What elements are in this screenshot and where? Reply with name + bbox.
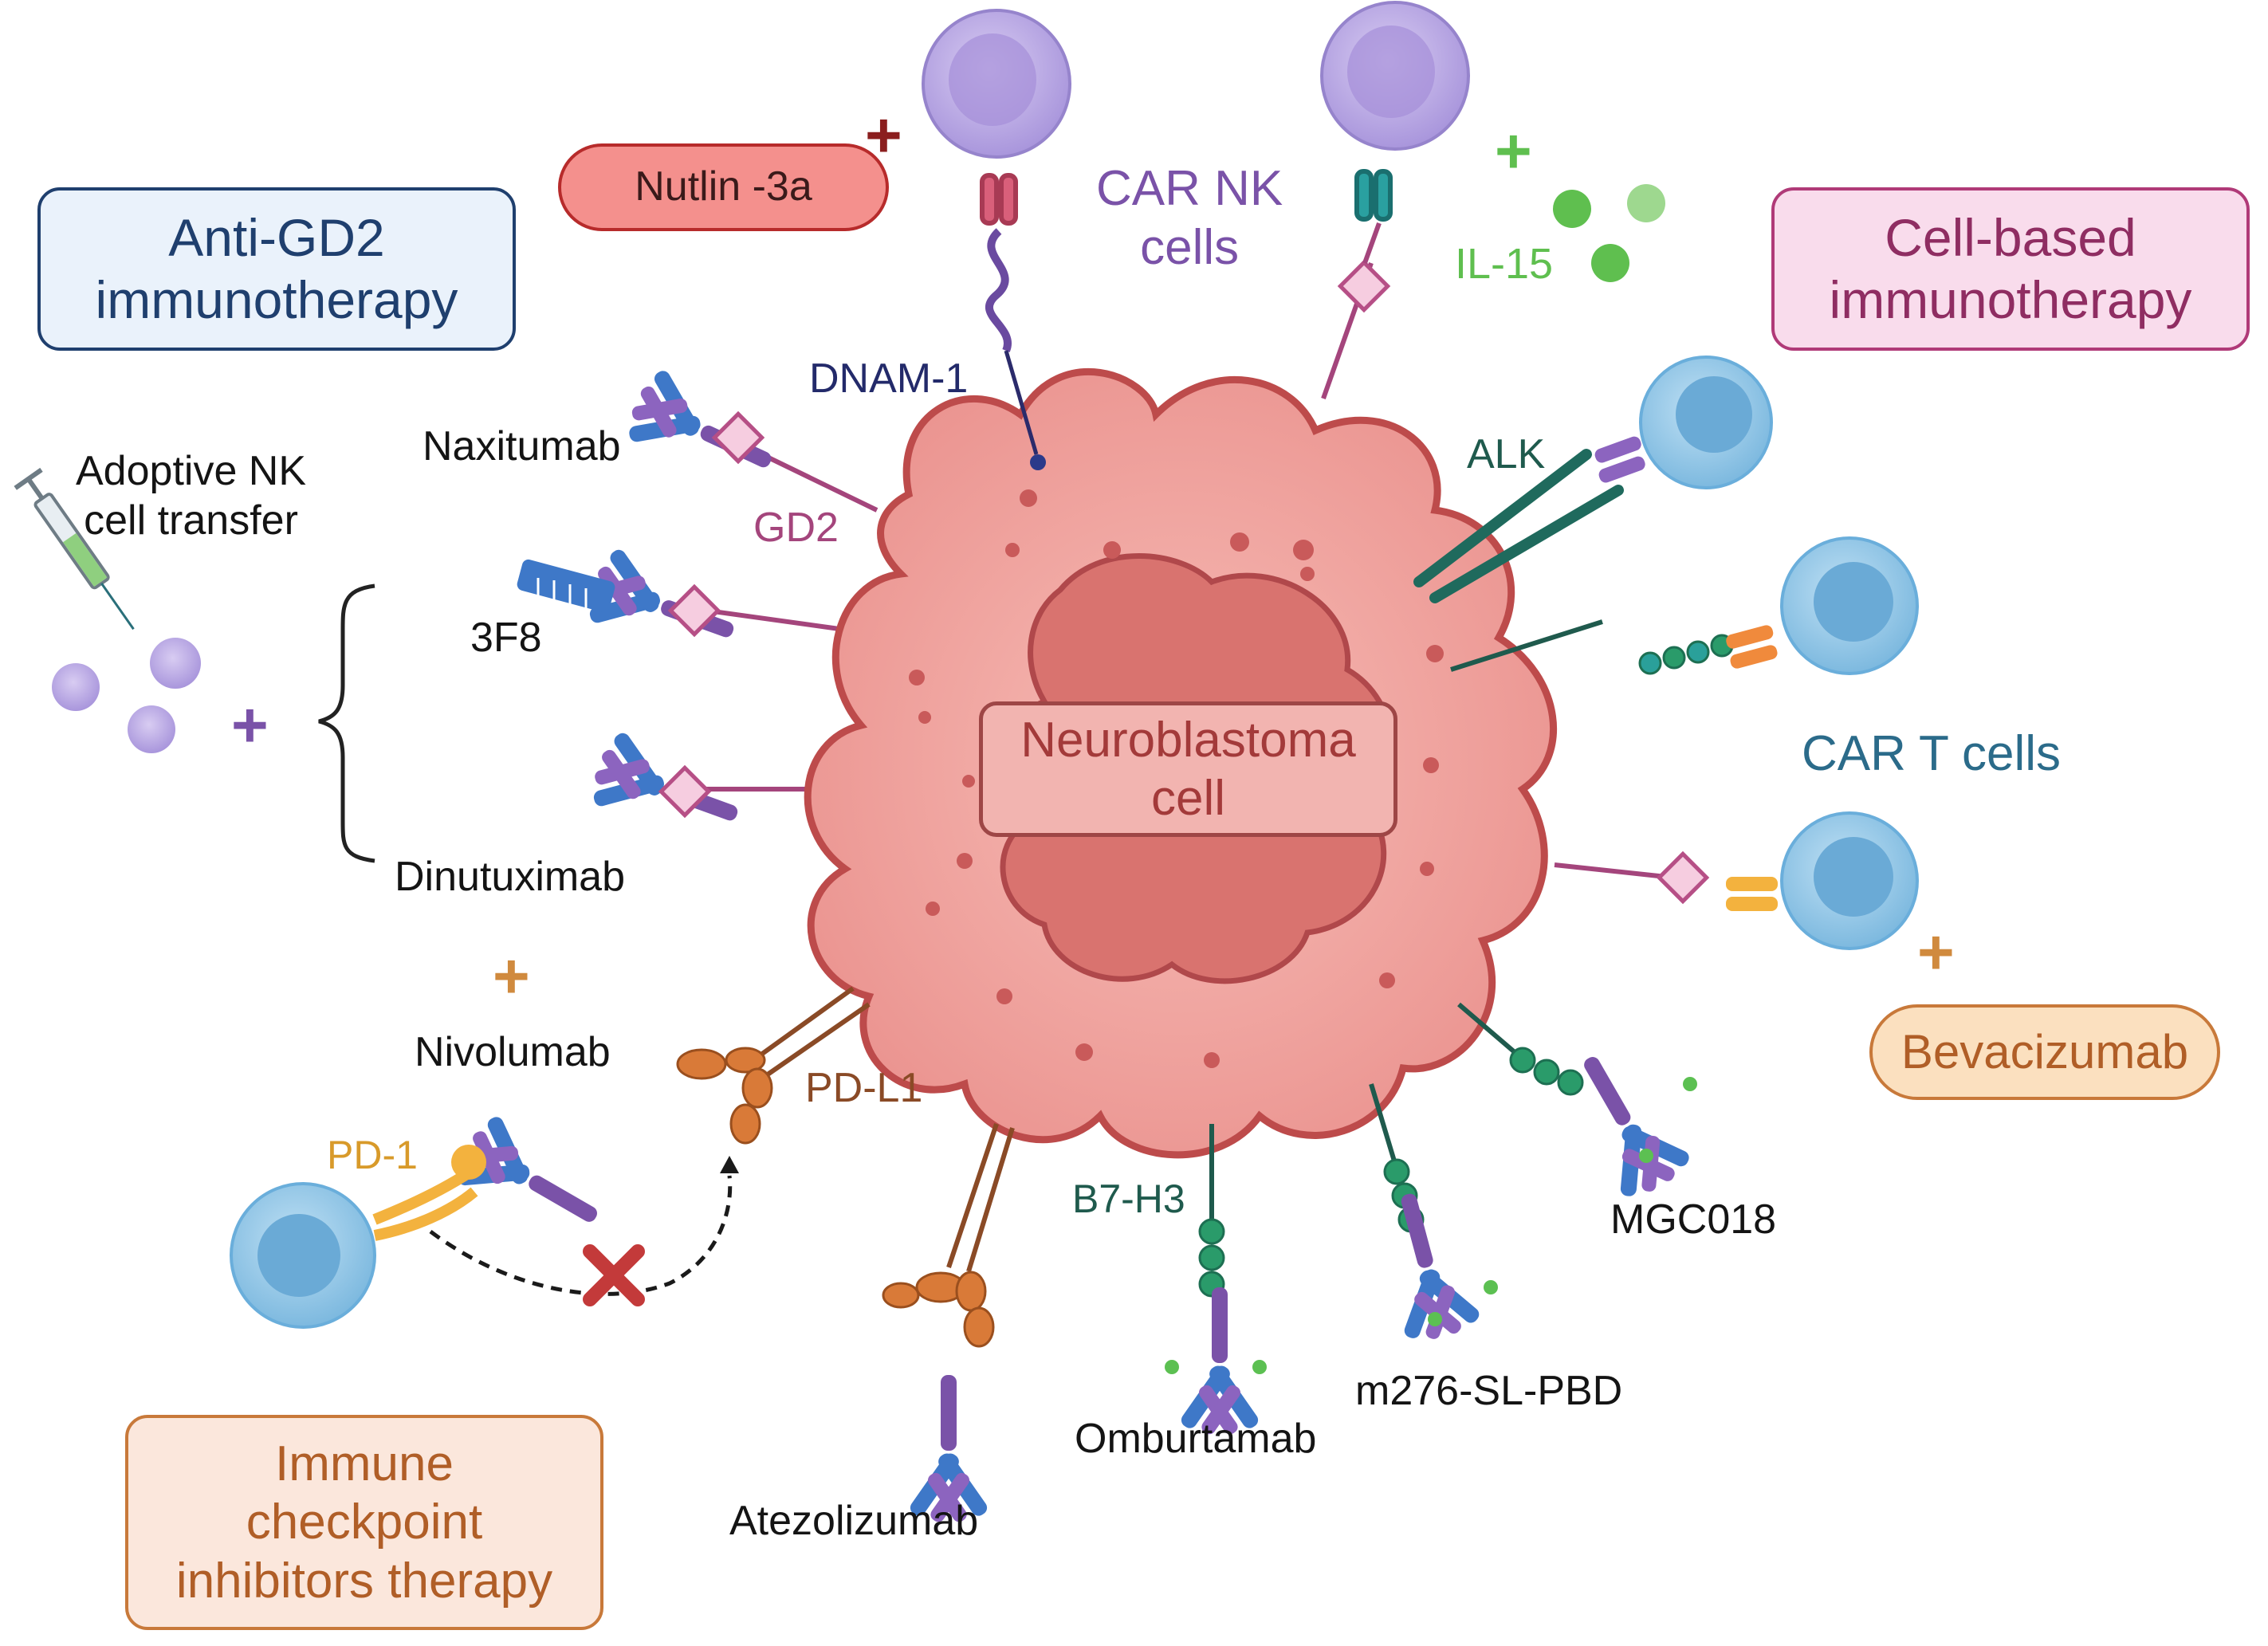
car-receptor-icon <box>980 169 1393 470</box>
dnam1-label: DNAM-1 <box>809 356 969 402</box>
adoptive-nk-label: Adoptive NK cell transfer <box>76 448 307 544</box>
checkpoint-title: Immune checkpoint inhibitors therapy <box>175 1436 553 1609</box>
plus-sign-nutlin: + <box>865 100 902 171</box>
nk-cell-icon <box>52 1 1470 753</box>
mgc018-label: MGC018 <box>1610 1196 1777 1243</box>
car-nk-label: CAR NK cells <box>1096 161 1283 276</box>
t-cell-receptors <box>372 436 1778 1241</box>
il15-label: IL-15 <box>1455 240 1554 288</box>
antibody-icon <box>517 362 788 854</box>
b7h3-receptors <box>1209 619 1603 1220</box>
anti-gd2-title: Anti-GD2 immunotherapy <box>95 207 458 329</box>
pdl1-ligand-heads <box>676 1047 995 1348</box>
pd1-label: PD-1 <box>327 1133 418 1177</box>
blocked-interaction-arrow <box>429 1175 733 1296</box>
pdl1-receptors <box>752 986 1015 1272</box>
dinutuximab-label: Dinutuximab <box>395 854 626 900</box>
naxitumab-label: Naxitumab <box>423 423 621 469</box>
gd2-label: GD2 <box>753 505 839 551</box>
pdl1-label: PD-L1 <box>805 1065 923 1111</box>
neuroblastoma-label: Neuroblastoma cell <box>1020 712 1356 826</box>
nivolumab-label: Nivolumab <box>415 1029 611 1075</box>
il15-bead-icon <box>1553 184 1665 282</box>
red-cross-icon <box>583 1244 645 1306</box>
plus-sign-nk-transfer: + <box>231 689 269 760</box>
car-t-label: CAR T cells <box>1802 726 2062 781</box>
atezolizumab-label: Atezolizumab <box>729 1498 979 1544</box>
grouping-brace <box>318 583 375 863</box>
plus-sign-il15: + <box>1495 116 1532 187</box>
adc-payload-icon <box>1165 1077 1697 1374</box>
alk-label: ALK <box>1467 431 1546 477</box>
plus-sign-nivolumab: + <box>493 941 530 1012</box>
t-cell-icon <box>230 356 1919 1329</box>
m276-label: m276-SL-PBD <box>1355 1368 1623 1414</box>
anti-gd2-title-box: Anti-GD2 immunotherapy <box>37 187 516 351</box>
cell-based-title-box: Cell-based immunotherapy <box>1771 187 2250 351</box>
omburtamab-label: Omburtamab <box>1075 1416 1317 1462</box>
checkpoint-title-box: Immune checkpoint inhibitors therapy <box>125 1415 603 1630</box>
gd2-antigen-icon <box>658 259 1710 905</box>
syringe-icon <box>14 467 135 631</box>
neuroblastoma-label-box: Neuroblastoma cell <box>979 701 1397 837</box>
plus-sign-bevacizumab: + <box>1917 917 1955 988</box>
3f8-label: 3F8 <box>470 615 542 661</box>
cell-based-title: Cell-based immunotherapy <box>1829 207 2192 329</box>
nutlin-pill: Nutlin -3a <box>558 143 889 231</box>
b7h3-label: B7-H3 <box>1072 1177 1185 1221</box>
bevacizumab-pill: Bevacizumab <box>1869 1004 2220 1100</box>
